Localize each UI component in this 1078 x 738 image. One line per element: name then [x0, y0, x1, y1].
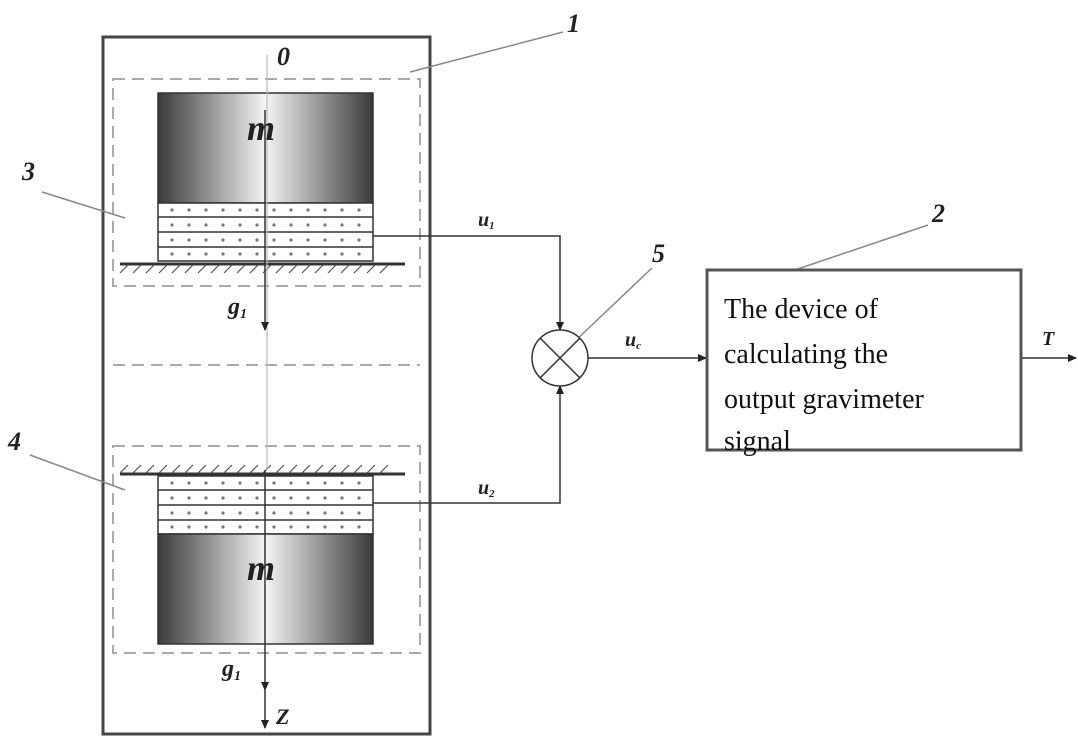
wire-u1 [373, 235, 564, 331]
calculation-device-box [705, 268, 1023, 452]
mass-bottom-label: m [247, 548, 275, 588]
mass-top-label: m [247, 108, 275, 148]
wire-u2 [373, 385, 564, 504]
ref-label-4: 4 [7, 427, 21, 456]
signal-u2-label: u2 [478, 477, 495, 500]
ref-label-1: 1 [567, 9, 580, 38]
base-top [119, 262, 405, 274]
origin-label: 0 [277, 42, 290, 71]
signal-uc-label: uc [625, 329, 641, 352]
device-text-line-1: The device of [724, 294, 879, 325]
ref-label-3: 3 [21, 157, 35, 186]
device-text-line-2: calculating the [724, 339, 888, 370]
housing-frame [101, 35, 432, 736]
device-text-line-4: signal [724, 426, 791, 457]
leader-4 [29, 454, 126, 491]
z-axis-label: Z [275, 704, 289, 729]
leader-3 [41, 191, 126, 219]
device-text-line-3: output gravimeter [724, 384, 925, 415]
leader-5 [573, 267, 653, 343]
signal-u1-label: u1 [478, 209, 495, 232]
base-bottom [119, 464, 405, 476]
gravity-top-label: g1 [227, 294, 247, 322]
leader-1 [409, 31, 564, 73]
ref-label-5: 5 [652, 239, 665, 268]
piezo-dots [170, 208, 361, 529]
signal-output-label: T [1042, 328, 1055, 350]
multiplier-symbol [531, 329, 589, 387]
ref-label-2: 2 [931, 199, 945, 228]
gravity-bottom-label: g1 [221, 656, 241, 684]
